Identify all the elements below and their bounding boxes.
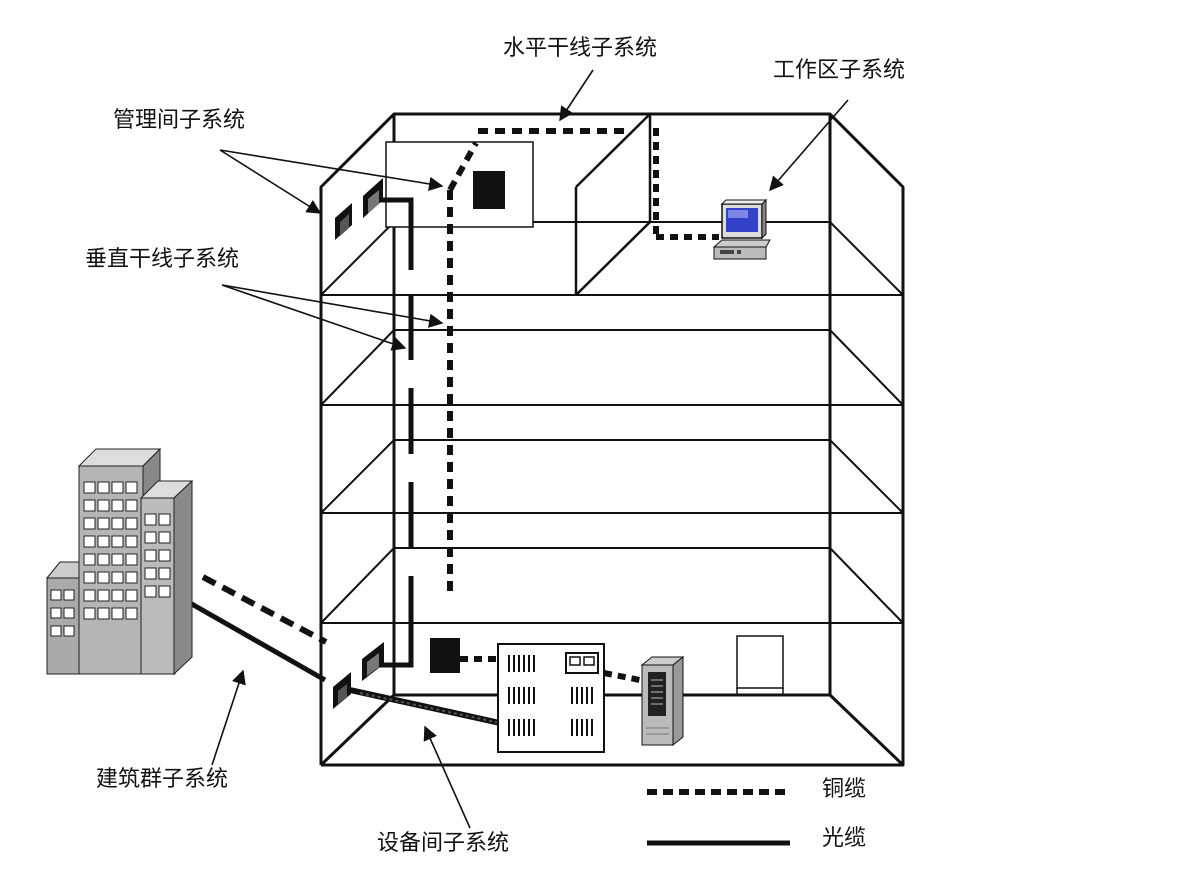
admin-fiber-bend bbox=[372, 197, 414, 270]
label-horizontal-subsystem: 水平干线子系统 bbox=[503, 36, 658, 61]
campus-copper-cable bbox=[201, 574, 328, 645]
desktop-computer-icon bbox=[712, 198, 771, 260]
admin-room-panel bbox=[385, 141, 534, 228]
ground-floor-door bbox=[736, 635, 784, 695]
server-tower-icon bbox=[640, 655, 685, 747]
work-area-partition bbox=[574, 113, 652, 296]
admin-wall-connectors bbox=[335, 178, 383, 240]
leader-arrows bbox=[211, 69, 849, 829]
server-copper-link bbox=[603, 670, 646, 684]
admin-room-switch bbox=[473, 171, 505, 209]
floor-slabs bbox=[320, 221, 904, 624]
label-vertical-subsystem: 垂直干线子系统 bbox=[85, 247, 240, 272]
label-workarea-subsystem: 工作区子系统 bbox=[773, 58, 906, 83]
legend-copper-label: 铜缆 bbox=[822, 777, 867, 802]
campus-fiber-cable bbox=[188, 600, 327, 683]
legend-fiber-label: 光缆 bbox=[822, 826, 867, 851]
office-building-windows bbox=[50, 481, 171, 637]
label-campus-subsystem: 建筑群子系统 bbox=[96, 767, 229, 792]
distribution-rack-icon bbox=[497, 643, 605, 753]
equipment-fiber-bend bbox=[376, 620, 414, 668]
label-equipment-subsystem: 设备间子系统 bbox=[377, 831, 510, 856]
label-admin-subsystem: 管理间子系统 bbox=[113, 108, 246, 133]
equipment-switch bbox=[430, 638, 460, 673]
admin-copper-link bbox=[447, 141, 479, 192]
equipment-wall-connectors bbox=[333, 642, 384, 709]
